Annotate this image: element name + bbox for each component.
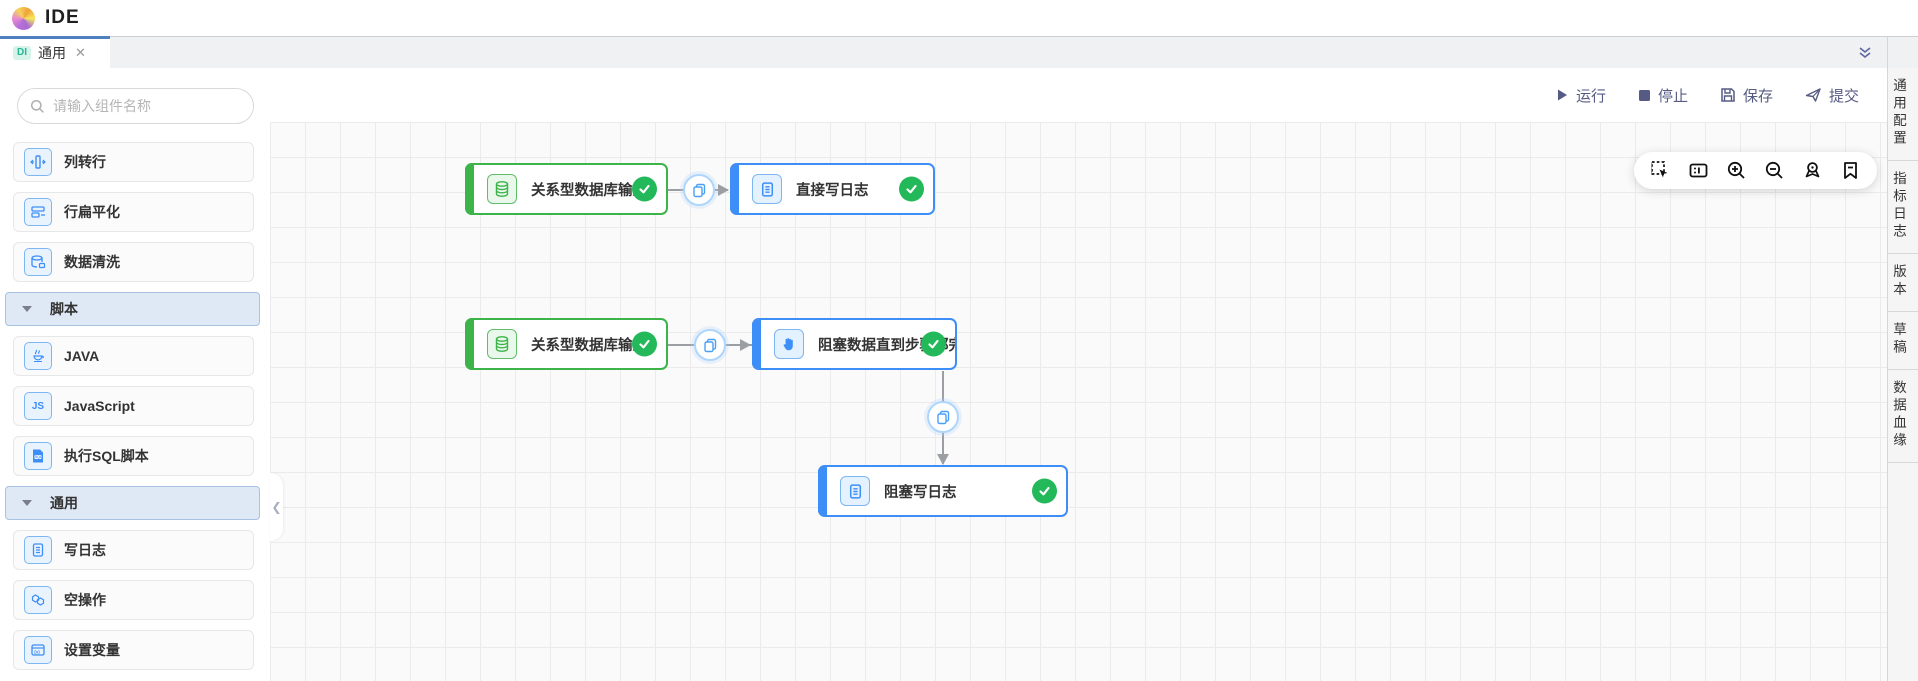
panel-tab-data-lineage[interactable]: 数据血缘 <box>1888 370 1918 463</box>
sidebar-item-data-clean[interactable]: 数据清洗 <box>13 242 254 282</box>
success-check-icon <box>632 331 657 357</box>
node-db-input-1[interactable]: 关系型数据库输入1 <box>465 318 668 370</box>
zoom-in-button[interactable] <box>1725 159 1748 182</box>
edge-copy-badge[interactable] <box>927 401 959 433</box>
panel-tab-general-config[interactable]: 通用配置 <box>1888 68 1918 161</box>
copy-icon <box>692 183 705 197</box>
save-icon <box>1721 88 1735 102</box>
paper-plane-icon <box>1805 88 1821 102</box>
log-icon <box>24 536 52 564</box>
minimap-button[interactable] <box>1687 159 1710 182</box>
success-check-icon <box>921 331 946 357</box>
sidebar-item-java[interactable]: JAVA <box>13 336 254 376</box>
stop-icon <box>1638 89 1650 101</box>
collapse-tabs-button[interactable] <box>1857 37 1873 68</box>
edge-copy-badge[interactable] <box>694 329 726 361</box>
caret-down-icon <box>22 500 32 506</box>
node-label: 关系型数据库输入 <box>531 182 647 199</box>
marquee-select-button[interactable] <box>1649 159 1672 182</box>
sidebar-item-noop[interactable]: 空操作 <box>13 580 254 620</box>
tab-general[interactable]: DI 通用 ✕ <box>0 36 110 68</box>
sidebar-item-sql-script[interactable]: SQL 执行SQL脚本 <box>13 436 254 476</box>
right-panel-tabs: 通用配置 指标日志 版本 草稿 数据血缘 <box>1887 68 1918 681</box>
js-icon: JS <box>24 392 52 420</box>
tab-label: 通用 <box>38 44 66 61</box>
tabstrip-endcap <box>1887 37 1918 68</box>
sidebar-item-row-flatten[interactable]: 行扁平化 <box>13 192 254 232</box>
sidebar-collapse-handle[interactable]: ❮ <box>270 473 283 541</box>
content-area: 运行 停止 保存 提交 <box>270 68 1887 681</box>
database-icon <box>487 329 517 359</box>
zoom-out-button[interactable] <box>1763 159 1786 182</box>
stop-button[interactable]: 停止 <box>1638 85 1688 106</box>
canvas-tool-pill <box>1634 152 1877 189</box>
sidebar-section-script[interactable]: 脚本 <box>5 292 260 326</box>
component-sidebar: 列转行 行扁平化 数据清洗 脚本 <box>0 68 283 681</box>
panel-tab-draft[interactable]: 草稿 <box>1888 312 1918 370</box>
tab-close-icon[interactable]: ✕ <box>75 44 86 60</box>
edge-arrow <box>740 339 751 351</box>
panel-tab-metric-logs[interactable]: 指标日志 <box>1888 161 1918 254</box>
sidebar-item-javascript[interactable]: JS JavaScript <box>13 386 254 426</box>
app-logo-icon <box>12 6 35 30</box>
node-label: 阻塞写日志 <box>884 484 957 501</box>
search-icon <box>30 99 44 113</box>
success-check-icon <box>899 176 924 202</box>
top-bar: IDE <box>0 0 1918 36</box>
play-icon <box>1557 89 1567 101</box>
set-variable-icon: (x) <box>24 636 52 664</box>
caret-down-icon <box>22 306 32 312</box>
locate-button[interactable] <box>1801 159 1824 182</box>
noop-icon <box>24 586 52 614</box>
run-button[interactable]: 运行 <box>1555 85 1606 106</box>
copy-icon <box>703 338 716 352</box>
flow-canvas[interactable]: 关系型数据库输入 直接写日志 <box>270 122 1887 681</box>
node-block-until-done[interactable]: 阻塞数据直到步骤都完 <box>752 318 957 370</box>
action-toolbar: 运行 停止 保存 提交 <box>270 68 1887 122</box>
copy-icon <box>936 410 949 424</box>
sidebar-item-set-variable[interactable]: (x) 设置变量 <box>13 630 254 670</box>
component-search[interactable] <box>17 88 254 124</box>
node-db-input[interactable]: 关系型数据库输入 <box>465 163 668 215</box>
node-block-log[interactable]: 阻塞写日志 <box>818 465 1068 517</box>
log-icon <box>752 174 782 204</box>
edge-copy-badge[interactable] <box>683 174 715 206</box>
node-label: 直接写日志 <box>796 182 869 199</box>
row-flatten-icon <box>24 198 52 226</box>
sidebar-item-column-to-row[interactable]: 列转行 <box>13 142 254 182</box>
log-icon <box>840 476 870 506</box>
panel-tab-versions[interactable]: 版本 <box>1888 254 1918 312</box>
edge-arrow <box>718 184 729 196</box>
hand-icon <box>774 329 804 359</box>
app-title: IDE <box>45 7 80 28</box>
column-to-row-icon <box>24 148 52 176</box>
tab-strip: DI 通用 ✕ <box>0 36 1918 68</box>
save-button[interactable]: 保存 <box>1720 85 1773 106</box>
node-direct-log[interactable]: 直接写日志 <box>730 163 935 215</box>
success-check-icon <box>632 176 657 202</box>
database-icon <box>487 174 517 204</box>
data-clean-icon <box>24 248 52 276</box>
node-label: 关系型数据库输入1 <box>531 337 656 354</box>
bookmark-button[interactable] <box>1839 159 1862 182</box>
svg-text:SQL: SQL <box>35 455 42 459</box>
double-chevron-down-icon <box>1859 46 1871 58</box>
sidebar-item-write-log[interactable]: 写日志 <box>13 530 254 570</box>
java-icon <box>24 342 52 370</box>
node-label: 阻塞数据直到步骤都完 <box>818 337 955 354</box>
edge-arrow <box>937 454 949 465</box>
sidebar-section-general[interactable]: 通用 <box>5 486 260 520</box>
sql-file-icon: SQL <box>24 442 52 470</box>
success-check-icon <box>1032 478 1057 504</box>
svg-text:(x): (x) <box>34 650 40 655</box>
di-badge: DI <box>13 45 31 60</box>
submit-button[interactable]: 提交 <box>1805 85 1859 106</box>
search-input[interactable] <box>53 98 241 114</box>
component-list: 列转行 行扁平化 数据清洗 脚本 <box>0 142 270 670</box>
